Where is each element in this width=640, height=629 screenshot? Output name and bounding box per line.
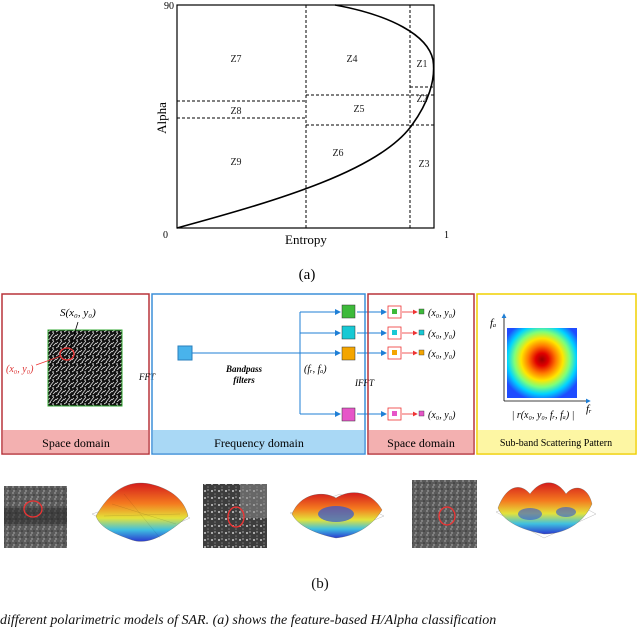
frequency-domain-box	[151, 293, 366, 455]
caption-b: (b)	[311, 576, 329, 592]
s-label-leader	[69, 321, 79, 349]
origin-tick: 0	[163, 230, 168, 241]
zone-z5: Z5	[353, 104, 364, 115]
zone-z4: Z4	[346, 54, 357, 65]
space-domain-title-2: Space domain	[387, 436, 455, 450]
surface-plot-1	[91, 482, 191, 542]
feasible-region-curve	[176, 4, 435, 229]
surface-plot-3	[495, 482, 597, 539]
y-axis-label: Alpha	[154, 102, 169, 134]
bandpass-label-1: Bandpass	[225, 364, 263, 374]
space-domain-title-bar	[3, 430, 148, 453]
output-row-4: (x₀, y₀)	[387, 407, 456, 421]
y-max-tick: 90	[164, 1, 174, 12]
zone-z1: Z1	[416, 59, 427, 70]
bandpass-label-2: filters	[233, 375, 255, 385]
sar-example-3	[412, 480, 477, 548]
output-row-3: (x₀, y₀)	[387, 346, 456, 360]
surface-plot-2	[289, 492, 385, 539]
h-alpha-plane: Z1 Z2 Z3 Z4 Z5 Z6 Z7 Z8 Z9 90 0 1 Alpha …	[154, 1, 449, 283]
svg-text:(x₀, y₀): (x₀, y₀)	[428, 349, 456, 360]
spectrum-square	[177, 345, 193, 361]
svg-text:(x₀, y₀): (x₀, y₀)	[428, 329, 456, 340]
frequency-domain-title: Frequency domain	[214, 436, 304, 450]
s-label: S(x₀, y₀)	[60, 307, 96, 319]
sar-image-patch	[47, 329, 123, 407]
pipeline-diagram: Space domain S(x₀, y₀) (x₀, y₀) FFT Freq…	[1, 293, 637, 455]
filter-square-2	[341, 325, 356, 340]
zone-z8: Z8	[230, 106, 241, 117]
caption-a: (a)	[299, 267, 316, 283]
zone-z7: Z7	[230, 54, 241, 65]
example-1-marker	[23, 500, 43, 518]
example-2-marker	[227, 506, 245, 528]
frequency-domain-title-bar	[153, 430, 364, 453]
space-domain-box	[1, 293, 150, 455]
fa-label: fₐ	[490, 317, 496, 329]
filter-square-4	[341, 407, 356, 422]
fr-label: fᵣ	[586, 403, 592, 415]
scattering-heatmap	[507, 328, 577, 398]
selected-pixel-marker	[59, 347, 75, 361]
point-label-leader	[35, 355, 62, 366]
space-domain-title: Space domain	[42, 436, 110, 450]
fft-label: FFT	[138, 372, 156, 382]
x-axis-label: Entropy	[285, 232, 327, 247]
filter-square-1	[341, 304, 356, 319]
output-row-2: (x₀, y₀)	[387, 326, 456, 340]
filter-square-3	[341, 346, 356, 361]
output-row-1: (x₀, y₀)	[387, 305, 456, 319]
x-max-tick: 1	[444, 230, 449, 241]
point-label: (x₀, y₀)	[6, 364, 34, 375]
zone-z9: Z9	[230, 157, 241, 168]
svg-text:(x₀, y₀): (x₀, y₀)	[428, 410, 456, 421]
zone-z2: Z2	[416, 94, 427, 105]
caption-text-cutoff: different polarimetric models of SAR. (a…	[0, 613, 497, 628]
scattering-pattern-title: Sub-band Scattering Pattern	[500, 438, 612, 449]
ifft-label: IFFT	[354, 378, 375, 388]
zone-z6: Z6	[332, 148, 343, 159]
scattering-pattern-box	[476, 293, 637, 455]
freq-label: (fᵣ, fₐ)	[304, 364, 327, 375]
examples-row	[4, 480, 597, 548]
zone-z3: Z3	[418, 159, 429, 170]
space-domain-title-bar-2	[369, 430, 473, 453]
svg-text:(x₀, y₀): (x₀, y₀)	[428, 308, 456, 319]
example-3-marker	[438, 506, 456, 526]
space-domain-box-2	[367, 293, 475, 455]
scattering-pattern-title-bar	[478, 430, 635, 453]
r-label: | r(x₀, y₀, fᵣ, fₐ) |	[512, 410, 575, 421]
